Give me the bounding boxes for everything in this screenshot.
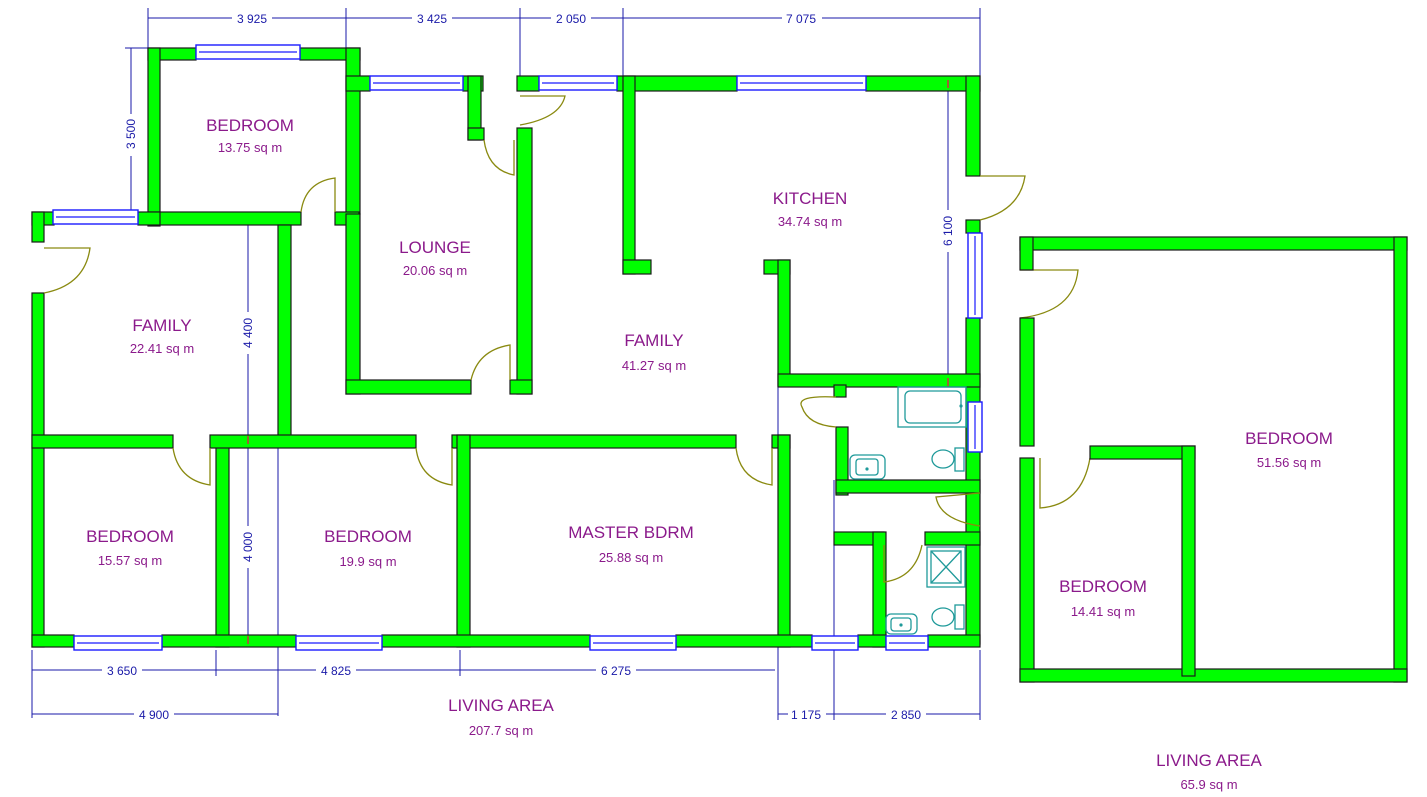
window bbox=[811, 635, 859, 651]
room-kitchen: KITCHEN 34.74 sq m bbox=[773, 189, 848, 229]
door-swing bbox=[800, 396, 837, 428]
svg-text:BEDROOM: BEDROOM bbox=[1245, 429, 1333, 448]
window bbox=[195, 44, 301, 60]
window bbox=[369, 75, 464, 91]
room-master-bedroom: MASTER BDRM 25.88 sq m bbox=[568, 523, 694, 565]
sink-icon bbox=[849, 454, 886, 480]
room-bedroom-bottom-left: BEDROOM 15.57 sq m bbox=[86, 527, 174, 568]
toilet-icon bbox=[931, 604, 965, 630]
dim-bottom-4: 4 900 bbox=[139, 708, 169, 722]
svg-text:19.9 sq m: 19.9 sq m bbox=[339, 554, 396, 569]
dim-bottom-1: 3 650 bbox=[107, 664, 137, 678]
dim-vertical-2: 4 400 bbox=[241, 318, 255, 348]
dim-vertical-1: 3 500 bbox=[124, 119, 138, 149]
room-labels: BEDROOM 13.75 sq m LOUNGE 20.06 sq m KIT… bbox=[86, 116, 1333, 619]
dim-top-1: 3 925 bbox=[237, 12, 267, 26]
window bbox=[73, 635, 163, 651]
door-swing bbox=[415, 447, 453, 486]
bathroom-fixtures bbox=[849, 386, 967, 635]
room-bedroom-annex-large: BEDROOM 51.56 sq m bbox=[1245, 429, 1333, 470]
dim-bottom-6: 2 850 bbox=[891, 708, 921, 722]
window bbox=[538, 75, 618, 91]
living-area-main: LIVING AREA 207.7 sq m bbox=[448, 696, 554, 738]
svg-text:FAMILY: FAMILY bbox=[132, 316, 191, 335]
window bbox=[967, 401, 983, 453]
door-swing bbox=[979, 175, 1026, 221]
svg-text:65.9 sq m: 65.9 sq m bbox=[1180, 777, 1237, 792]
svg-text:BEDROOM: BEDROOM bbox=[86, 527, 174, 546]
door-swing bbox=[300, 177, 336, 213]
svg-text:BEDROOM: BEDROOM bbox=[324, 527, 412, 546]
svg-text:41.27 sq m: 41.27 sq m bbox=[622, 358, 686, 373]
windows bbox=[52, 44, 983, 651]
svg-text:KITCHEN: KITCHEN bbox=[773, 189, 848, 208]
svg-text:LOUNGE: LOUNGE bbox=[399, 238, 471, 257]
doors bbox=[43, 95, 1091, 583]
dim-vertical-4: 6 100 bbox=[941, 216, 955, 246]
room-family-center: FAMILY 41.27 sq m bbox=[622, 331, 686, 373]
toilet-icon bbox=[931, 447, 965, 472]
sink-icon bbox=[885, 613, 918, 635]
dim-bottom-3: 6 275 bbox=[601, 664, 631, 678]
main-house-walls bbox=[31, 47, 981, 648]
svg-text:BEDROOM: BEDROOM bbox=[206, 116, 294, 135]
door-swing bbox=[43, 247, 91, 294]
svg-text:13.75 sq m: 13.75 sq m bbox=[218, 140, 282, 155]
svg-text:MASTER BDRM: MASTER BDRM bbox=[568, 523, 694, 542]
window bbox=[52, 209, 139, 225]
svg-text:14.41 sq m: 14.41 sq m bbox=[1071, 604, 1135, 619]
room-bedroom-top-left: BEDROOM 13.75 sq m bbox=[206, 116, 294, 155]
door-swing bbox=[519, 95, 566, 126]
window bbox=[589, 635, 677, 651]
shower-icon bbox=[926, 546, 966, 588]
living-area-annex: LIVING AREA 65.9 sq m bbox=[1156, 751, 1262, 792]
svg-text:LIVING AREA: LIVING AREA bbox=[448, 696, 554, 715]
room-family-left: FAMILY 22.41 sq m bbox=[130, 316, 194, 356]
room-lounge: LOUNGE 20.06 sq m bbox=[399, 238, 471, 278]
window bbox=[967, 232, 983, 319]
dim-bottom-5: 1 175 bbox=[791, 708, 821, 722]
dimension-labels: 3 925 3 425 2 050 7 075 3 500 4 400 4 00… bbox=[102, 10, 956, 722]
svg-text:25.88 sq m: 25.88 sq m bbox=[599, 550, 663, 565]
svg-text:BEDROOM: BEDROOM bbox=[1059, 577, 1147, 596]
door-swing bbox=[935, 492, 981, 527]
svg-text:207.7 sq m: 207.7 sq m bbox=[469, 723, 533, 738]
dim-top-4: 7 075 bbox=[786, 12, 816, 26]
room-bedroom-annex-small: BEDROOM 14.41 sq m bbox=[1059, 577, 1147, 619]
window bbox=[736, 75, 867, 91]
door-swing bbox=[883, 544, 923, 583]
dim-vertical-3: 4 000 bbox=[241, 532, 255, 562]
door-swing bbox=[172, 447, 211, 486]
svg-text:22.41 sq m: 22.41 sq m bbox=[130, 341, 194, 356]
room-bedroom-bottom-middle: BEDROOM 19.9 sq m bbox=[324, 527, 412, 569]
window bbox=[885, 635, 929, 651]
door-swing bbox=[735, 447, 773, 486]
svg-text:15.57 sq m: 15.57 sq m bbox=[98, 553, 162, 568]
door-swing bbox=[483, 139, 515, 176]
dim-bottom-2: 4 825 bbox=[321, 664, 351, 678]
door-swing bbox=[470, 344, 511, 381]
svg-text:LIVING AREA: LIVING AREA bbox=[1156, 751, 1262, 770]
bathtub-icon bbox=[897, 386, 967, 428]
door-swing bbox=[1039, 457, 1091, 509]
dim-top-2: 3 425 bbox=[417, 12, 447, 26]
door-swing bbox=[1019, 269, 1079, 319]
dimension-lines bbox=[31, 8, 981, 720]
svg-text:20.06 sq m: 20.06 sq m bbox=[403, 263, 467, 278]
annex-walls bbox=[1019, 236, 1408, 683]
svg-text:FAMILY: FAMILY bbox=[624, 331, 683, 350]
window bbox=[295, 635, 383, 651]
dim-top-3: 2 050 bbox=[556, 12, 586, 26]
svg-text:51.56 sq m: 51.56 sq m bbox=[1257, 455, 1321, 470]
svg-text:34.74 sq m: 34.74 sq m bbox=[778, 214, 842, 229]
